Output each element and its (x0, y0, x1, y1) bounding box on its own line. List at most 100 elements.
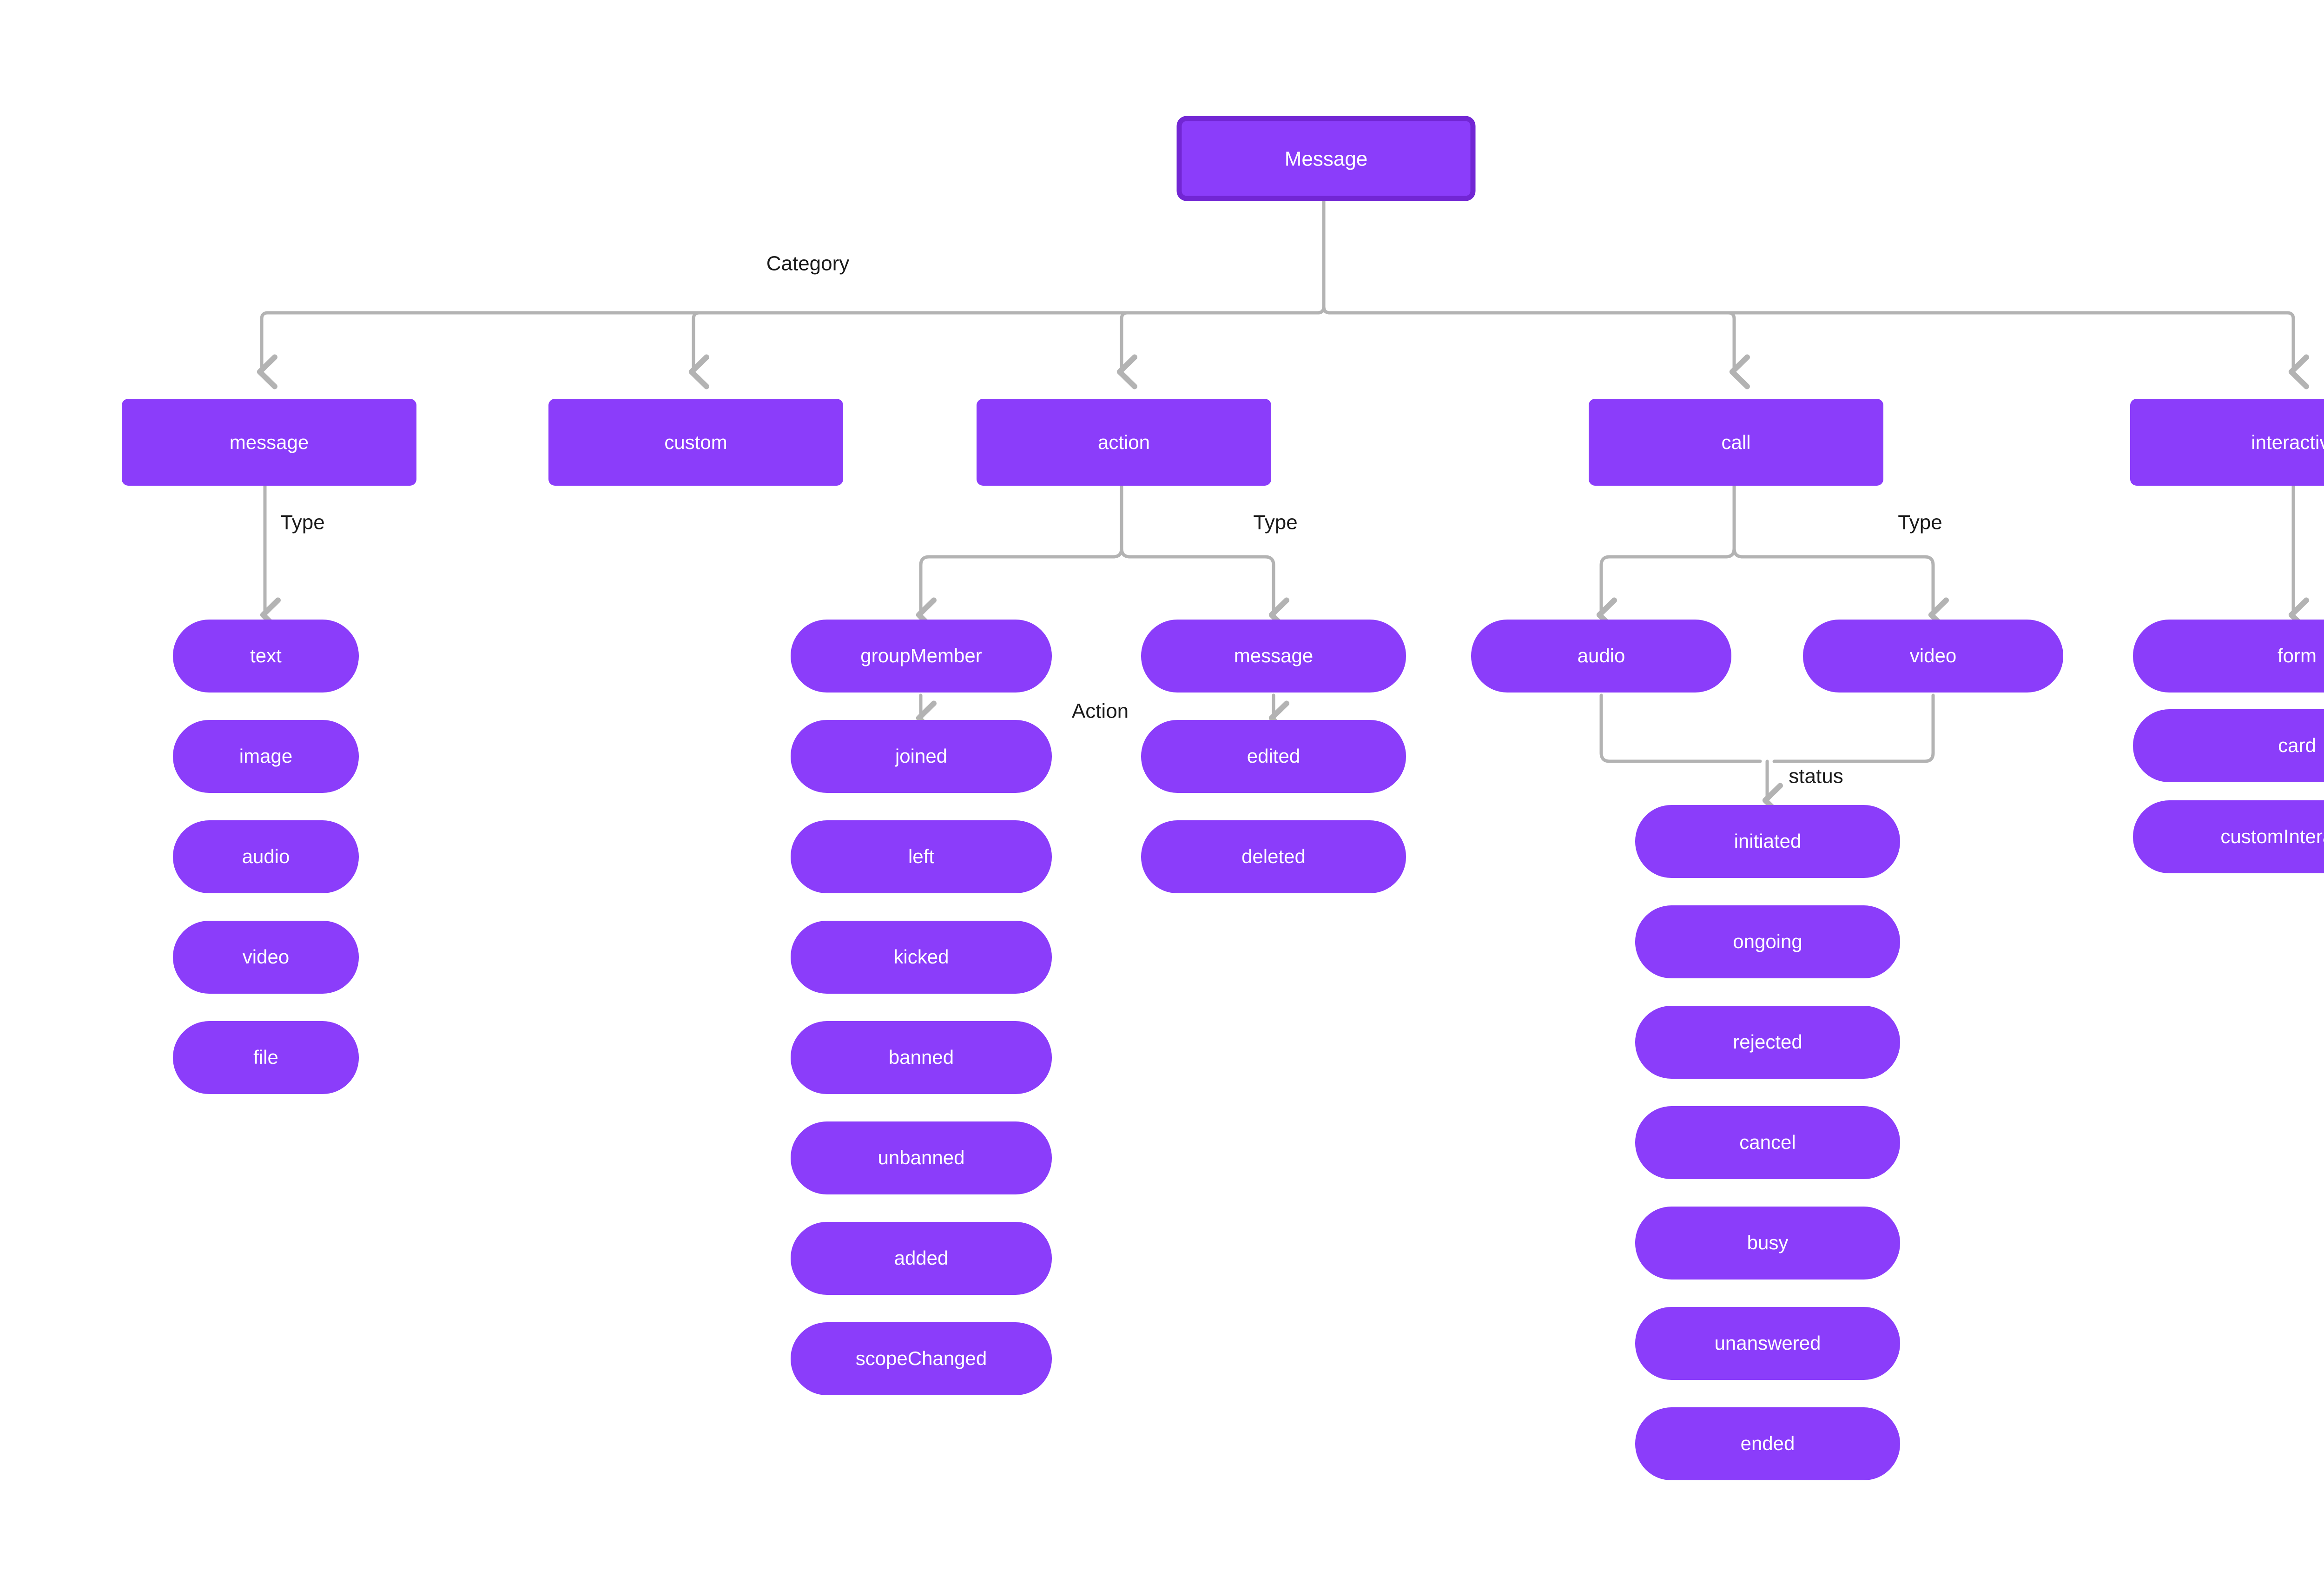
node-interactive-type-custominteractive[interactable]: customInteractive (2133, 800, 2324, 873)
node-groupmember-action-banned[interactable]: banned (791, 1021, 1052, 1094)
edge-category-to-message (257, 298, 1326, 389)
node-interactive-type-custominteractive-label: customInteractive (2220, 825, 2324, 847)
node-message-type-audio-label: audio (242, 845, 290, 867)
edge-labels-layer: Category Type Type Type Type Action stat… (280, 252, 1942, 788)
node-message-type-text-shape (173, 620, 359, 693)
node-root-label: Message (1285, 148, 1368, 171)
node-message-type-video-shape (173, 921, 359, 994)
node-call-status-busy[interactable]: busy (1635, 1207, 1900, 1280)
node-action-type-message-shape (1141, 620, 1406, 693)
edge-label-type-call: Type (1898, 511, 1942, 534)
node-interactive-type-card-shape (2133, 709, 2324, 782)
node-message-type-text-label: text (250, 645, 282, 666)
node-category-action-label: action (1098, 431, 1150, 453)
node-category-message-label: message (230, 431, 309, 453)
node-call-type-video-label: video (1910, 645, 1956, 666)
node-groupmember-action-unbanned[interactable]: unbanned (791, 1121, 1052, 1194)
edge-label-status: status (1789, 765, 1843, 788)
node-call-status-ended[interactable]: ended (1635, 1407, 1900, 1480)
node-message-type-video-label: video (243, 946, 289, 968)
node-groupmember-action-added-label: added (894, 1247, 949, 1269)
node-category-message[interactable]: message (122, 399, 416, 486)
node-call-status-cancel[interactable]: cancel (1635, 1106, 1900, 1179)
node-message-action-edited[interactable]: edited (1141, 720, 1406, 793)
node-groupmember-action-joined[interactable]: joined (791, 720, 1052, 793)
edges-layer (257, 197, 2309, 818)
node-groupmember-action-left[interactable]: left (791, 820, 1052, 893)
node-category-interactive[interactable]: interactive (2130, 399, 2324, 486)
node-call-status-rejected-shape (1635, 1006, 1900, 1079)
edge-label-type-message: Type (280, 511, 324, 534)
node-message-type-file-shape (173, 1021, 359, 1094)
node-call-status-initiated-label: initiated (1734, 830, 1802, 852)
edge-category-to-custom (688, 305, 1326, 389)
node-call-status-ended-label: ended (1741, 1432, 1795, 1454)
node-call-status-unanswered[interactable]: unanswered (1635, 1307, 1900, 1380)
node-message-type-video[interactable]: video (173, 921, 359, 994)
node-groupmember-action-scopechanged-label: scopeChanged (856, 1347, 987, 1369)
node-message-type-audio[interactable]: audio (173, 820, 359, 893)
edge-label-category: Category (766, 252, 850, 275)
edge-video-to-status (1772, 693, 1935, 763)
node-call-status-ended-shape (1635, 1407, 1900, 1480)
node-category-call-label: call (1721, 431, 1750, 453)
node-call-status-cancel-label: cancel (1739, 1131, 1796, 1153)
node-groupmember-action-joined-label: joined (894, 745, 947, 767)
node-interactive-type-form[interactable]: form (2133, 620, 2324, 693)
node-category-call[interactable]: call (1589, 399, 1883, 486)
node-call-status-ongoing-shape (1635, 905, 1900, 978)
edge-audio-to-status (1599, 693, 1762, 763)
node-call-type-audio-shape (1471, 620, 1731, 693)
node-call-status-unanswered-shape (1635, 1307, 1900, 1380)
node-call-status-busy-shape (1635, 1207, 1900, 1280)
node-groupmember-action-left-shape (791, 820, 1052, 893)
node-action-type-groupmember-shape (791, 620, 1052, 693)
node-category-custom-shape (548, 399, 843, 486)
node-interactive-type-card[interactable]: card (2133, 709, 2324, 782)
edge-action-to-groupmember (916, 547, 1123, 633)
node-groupmember-action-kicked[interactable]: kicked (791, 921, 1052, 994)
node-groupmember-action-banned-shape (791, 1021, 1052, 1094)
node-interactive-type-form-shape (2133, 620, 2324, 693)
node-message-type-file[interactable]: file (173, 1021, 359, 1094)
node-category-interactive-shape (2130, 399, 2324, 486)
node-message-root[interactable]: Message (1176, 116, 1476, 201)
node-call-type-audio-label: audio (1578, 645, 1625, 666)
node-groupmember-action-added-shape (791, 1222, 1052, 1295)
node-message-type-image[interactable]: image (173, 720, 359, 793)
node-call-status-rejected[interactable]: rejected (1635, 1006, 1900, 1079)
node-action-type-message-label: message (1234, 645, 1313, 666)
node-call-type-video-shape (1803, 620, 2063, 693)
node-interactive-type-form-label: form (2278, 645, 2317, 666)
node-groupmember-action-banned-label: banned (889, 1046, 954, 1068)
node-message-action-deleted[interactable]: deleted (1141, 820, 1406, 893)
node-call-status-initiated[interactable]: initiated (1635, 805, 1900, 878)
node-call-status-busy-label: busy (1747, 1232, 1789, 1253)
node-message-type-text[interactable]: text (173, 620, 359, 693)
node-category-custom[interactable]: custom (548, 399, 843, 486)
node-groupmember-action-scopechanged[interactable]: scopeChanged (791, 1322, 1052, 1395)
node-category-custom-label: custom (664, 431, 727, 453)
node-message-action-deleted-label: deleted (1241, 845, 1306, 867)
node-call-type-video[interactable]: video (1803, 620, 2063, 693)
node-groupmember-action-kicked-shape (791, 921, 1052, 994)
node-interactive-type-custominteractive-shape (2133, 800, 2324, 873)
node-groupmember-action-added[interactable]: added (791, 1222, 1052, 1295)
node-call-status-initiated-shape (1635, 805, 1900, 878)
node-call-status-unanswered-label: unanswered (1715, 1332, 1821, 1354)
node-category-action[interactable]: action (977, 399, 1271, 486)
edge-label-type-action: Type (1253, 511, 1297, 534)
edge-category-to-interactive (1322, 305, 2309, 389)
node-call-type-audio[interactable]: audio (1471, 620, 1731, 693)
node-category-message-shape (122, 399, 416, 486)
node-category-interactive-label: interactive (2251, 431, 2324, 453)
node-call-status-ongoing[interactable]: ongoing (1635, 905, 1900, 978)
node-groupmember-action-unbanned-label: unbanned (878, 1147, 965, 1168)
node-message-type-file-label: file (253, 1046, 278, 1068)
node-message-type-image-shape (173, 720, 359, 793)
node-category-call-shape (1589, 399, 1883, 486)
node-groupmember-action-kicked-label: kicked (893, 946, 949, 968)
node-action-type-groupmember[interactable]: groupMember (791, 620, 1052, 693)
node-action-type-message[interactable]: message (1141, 620, 1406, 693)
